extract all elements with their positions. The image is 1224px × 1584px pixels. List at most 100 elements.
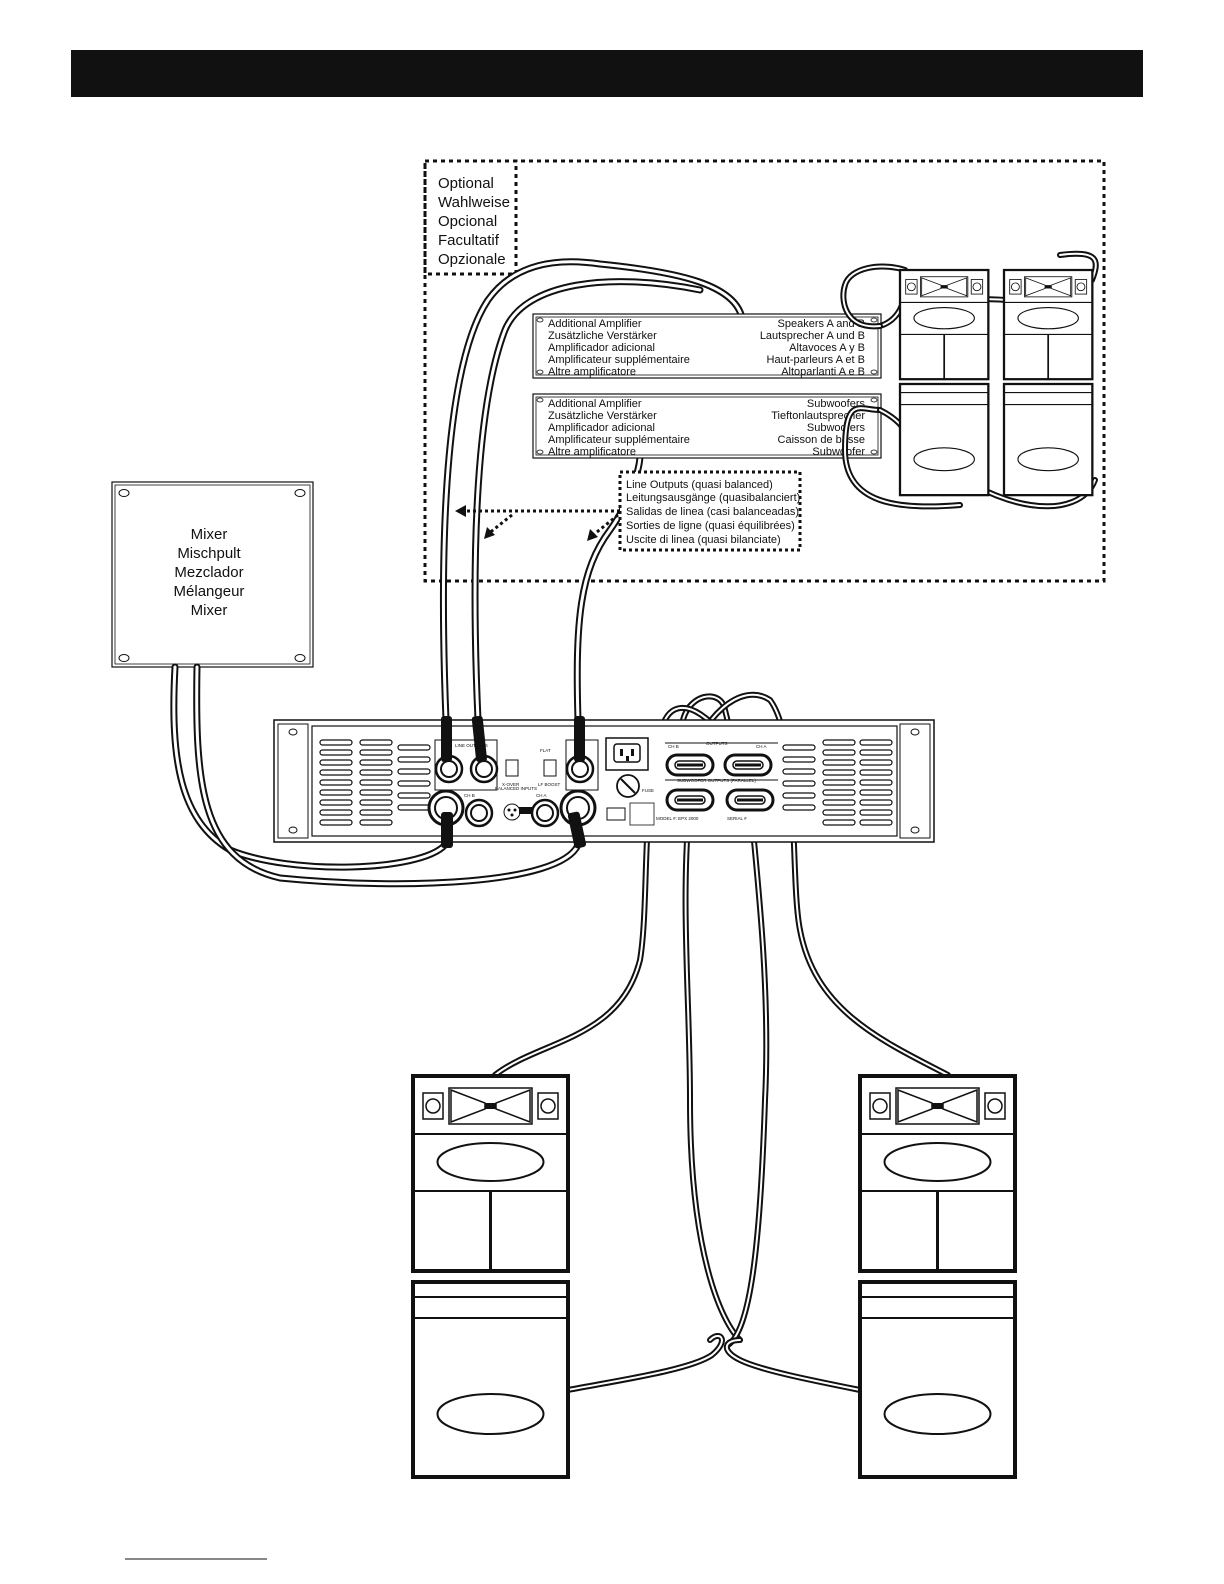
plug-line-out-b [441,716,452,762]
amp1-right-line: Altoparlanti A e B [781,366,865,378]
arrow-down-left-icon [484,527,495,539]
rack-hole-icon [870,449,878,455]
line-output-arrows [462,509,620,538]
amp1-left-line: Zusätzliche Verstärker [548,330,657,342]
amp1-right-line: Speakers A and B [778,318,865,330]
additional-amplifier-subwoofers: Additional Amplifier Zusätzliche Verstär… [532,393,882,459]
fuse-label: FUSE [642,788,654,793]
optional-label-box [423,159,518,276]
line-output-cables [439,258,746,724]
balanced-inputs-label: BALANCED INPUTS [495,786,537,791]
trs-input-a [530,798,560,828]
optional-label-line: Wahlweise [438,194,510,211]
amp2-right-line: Subwoofer [812,446,865,458]
main-subwoofer-left [411,1280,570,1479]
mixer-label-line: Mixer [191,602,228,619]
optional-label-line: Opcional [438,213,497,230]
optional-speaker-b-full [1002,268,1094,381]
rack-hole-icon [288,728,298,736]
mixer-label-line: Mixer [191,526,228,543]
subwoofer-outputs-label: SUBWOOFER OUTPUTS (PARALLEL) [677,778,756,783]
plug-xlr-b [441,812,453,848]
x-over-switch [505,759,519,777]
optional-speaker-a-full [898,268,990,381]
speakon-output-b [665,753,715,777]
rack-hole-icon [288,826,298,834]
amp1-right-line: Altavoces A y B [789,342,865,354]
flat-label: FLAT [540,748,551,753]
arrow-heads [455,505,598,541]
amp1-left-line: Amplificateur supplémentaire [548,354,690,366]
lf-boost-label: LF BOOST [538,782,561,787]
amp1-left-line: Altre amplificatore [548,366,636,378]
plugs [441,715,587,849]
optional-label-line: Opzionale [438,251,506,268]
amp2-left-line: Altre amplificatore [548,446,636,458]
line-outputs-label-line: Uscite di linea (quasi bilanciate) [626,534,781,546]
main-subwoofer-right [858,1280,1017,1479]
amp2-left-line: Amplificateur supplémentaire [548,434,690,446]
rack-hole-icon [536,369,544,375]
rack-hole-icon [870,369,878,375]
mixer-label-line: Mélangeur [174,583,245,600]
amp2-right-line: Caisson de basse [778,434,865,446]
ch-a-label: CH A [536,793,547,798]
plug-pinout [519,807,533,814]
amp1-right-line: Haut-parleurs A et B [767,354,865,366]
amp2-left-line: Zusätzliche Verstärker [548,410,657,422]
main-speaker-cables [492,691,951,1393]
trs-input-b [464,798,494,828]
optional-area-border [423,159,1106,583]
mixer-input-cables [170,663,582,888]
rack-hole-icon [910,826,920,834]
optional-label-line: Optional [438,175,494,192]
rack-hole-icon [536,449,544,455]
arrow-left-icon [455,505,466,517]
line-outputs-label-line: Sorties de ligne (quasi équilibrées) [626,520,795,532]
xlr-input-b [427,789,465,827]
optional-label-line: Facultatif [438,232,500,249]
optional-subwoofer-a [898,382,990,497]
amp1-left-line: Additional Amplifier [548,318,642,330]
x-over-label: X-OVER [502,782,520,787]
optional-label: Optional Wahlweise Opcional Facultatif O… [438,175,510,268]
header-bar [71,50,1143,97]
xlr-pinout-icon [503,803,521,821]
main-speaker-right-full [858,1074,1017,1273]
amp2-right-line: Tieftonlautsprecher [771,410,865,422]
out-ch-a-label: CH A [756,744,767,749]
line-outputs-label-line: Line Outputs (quasi balanced) [626,479,773,491]
lf-boost-switch [543,759,557,777]
rack-hole-icon [910,728,920,736]
amp1-right-line: Lautsprecher A und B [760,330,865,342]
speakon-output-a [723,753,773,777]
mixer: Mixer Mischpult Mezclador Mélangeur Mixe… [111,481,314,668]
main-speaker-left-full [411,1074,570,1273]
amp2-right-line: Subwoofers [807,398,866,410]
line-outputs-label-line: Leitungsausgänge (quasibalanciert) [626,492,800,504]
line-outputs-label-box [618,470,802,552]
line-outputs-tiny-label: LINE OUTPUTS [455,743,488,748]
rack-hole-icon [870,397,878,403]
serial-label: SERIAL # [727,816,747,821]
additional-amplifier-speakers: Additional Amplifier Zusätzliche Verstär… [532,313,882,379]
plug-line-out-a [471,715,487,763]
outputs-label: OUTPUTS [706,741,728,746]
power-amplifier-rear-panel: LINE OUTPUTS X-OVER FLAT LF BOOST FUSE B… [273,719,935,843]
model-label: MODEL #: EPX 2000 [656,816,699,821]
rack-hole-icon [536,317,544,323]
plug-xlr-a [567,811,587,849]
amp2-right-line: Subwoofers [807,422,866,434]
out-ch-b-label: CH B [668,744,679,749]
amp1-left-line: Amplificador adicional [548,342,655,354]
amp2-left-line: Amplificador adicional [548,422,655,434]
rack-hole-icon [870,317,878,323]
speakon-sub-output-a [725,788,775,812]
rack-hole-icon [536,397,544,403]
mixer-label-line: Mezclador [174,564,243,581]
line-outputs-label: Line Outputs (quasi balanced) Leitungsau… [626,479,800,546]
amp2-left-line: Additional Amplifier [548,398,642,410]
optional-subwoofer-b [1002,382,1094,497]
speakon-sub-output-b [665,788,715,812]
